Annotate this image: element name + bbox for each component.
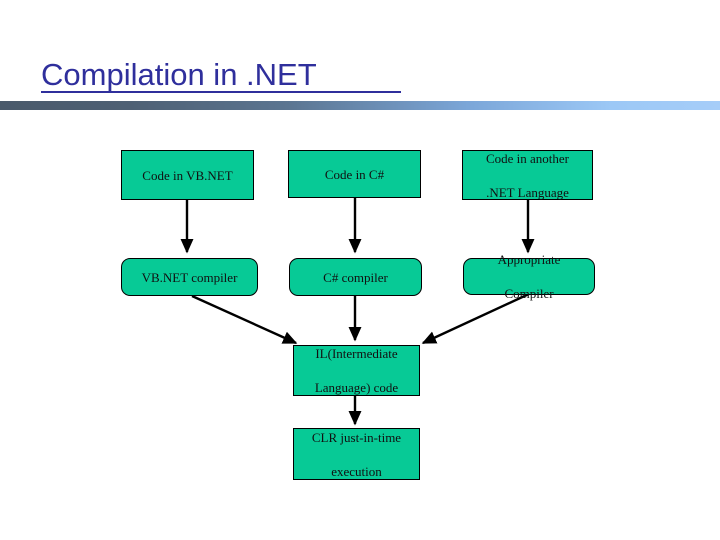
node-label-line2: Compiler	[504, 286, 554, 301]
node-label: Appropriate Compiler	[468, 251, 590, 302]
node-il-code[interactable]: IL(Intermediate Language) code	[293, 345, 420, 396]
node-label: Code in C#	[324, 166, 385, 182]
node-label: C# compiler	[323, 269, 388, 285]
node-clr-execution[interactable]: CLR just-in-time execution	[293, 428, 420, 480]
node-csharp-compiler[interactable]: C# compiler	[289, 258, 422, 296]
node-label-line1: Appropriate	[497, 252, 561, 267]
node-vb-net-compiler[interactable]: VB.NET compiler	[121, 258, 258, 296]
node-label-line2: Language) code	[314, 380, 399, 395]
node-label: CLR just-in-time execution	[298, 429, 415, 480]
node-label-line2: execution	[331, 463, 382, 479]
node-label-line1: CLR just-in-time	[311, 429, 402, 445]
node-label-line1: IL(Intermediate	[315, 346, 398, 361]
divider-bar	[0, 101, 720, 110]
node-code-csharp[interactable]: Code in C#	[288, 150, 421, 198]
node-label: Code in another .NET Language	[467, 150, 588, 201]
node-label: Code in VB.NET	[142, 167, 233, 183]
node-label-line2: .NET Language	[486, 184, 569, 200]
node-label: IL(Intermediate Language) code	[298, 345, 415, 396]
node-code-vb-net[interactable]: Code in VB.NET	[121, 150, 254, 200]
node-code-other-net-language[interactable]: Code in another .NET Language	[462, 150, 593, 200]
node-label: VB.NET compiler	[141, 269, 238, 285]
page-title: Compilation in .NET	[41, 57, 317, 92]
node-label-line1: Code in another	[485, 150, 570, 166]
title-underline	[41, 91, 401, 93]
node-appropriate-compiler[interactable]: Appropriate Compiler	[463, 252, 595, 301]
arrow-vbcompiler-to-il	[191, 294, 298, 345]
